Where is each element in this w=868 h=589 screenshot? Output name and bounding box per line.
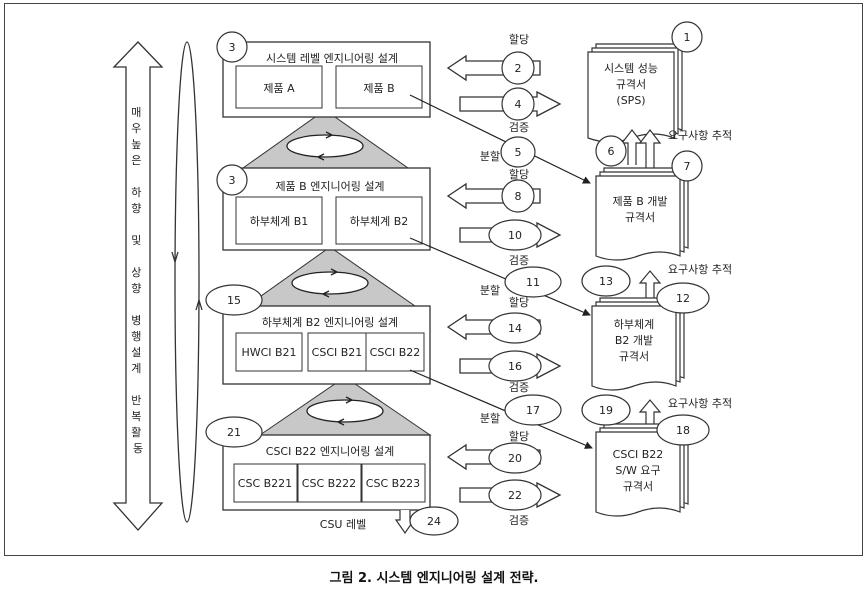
partition-label: 분할 xyxy=(480,150,500,163)
spec-subsystem-b2 xyxy=(581,265,710,391)
level-subsystem-b2-title: 하부체계 B2 엔지니어링 설계 xyxy=(262,315,398,329)
allocate-label: 할당 xyxy=(509,168,529,181)
arrow-number: 10 xyxy=(508,229,522,242)
level-number: 15 xyxy=(227,294,241,307)
csc-b222-label: CSC B222 xyxy=(302,477,356,490)
level-number: 21 xyxy=(227,426,241,439)
verify-label: 검증 xyxy=(509,254,529,267)
iteration-loop xyxy=(171,41,203,523)
allocate-label: 할당 xyxy=(509,430,529,443)
spec-number: 12 xyxy=(676,292,690,305)
arrow-number: 14 xyxy=(508,322,522,335)
level-subsystem-b2: 하부체계 B2 엔지니어링 설계 HWCI B21 CSCI B21 CSCI … xyxy=(222,305,431,385)
product-a-label: 제품 A xyxy=(263,82,295,95)
arrow-number: 16 xyxy=(508,360,522,373)
subsystem-b1-label: 하부체계 B1 xyxy=(250,214,309,228)
spec-number: 7 xyxy=(684,160,691,173)
trace-number: 6 xyxy=(608,145,615,158)
spec-line: 제품 B 개발 xyxy=(612,195,667,208)
trace-label: 요구사항 추적 xyxy=(668,263,732,276)
subsystem-b2-label: 하부체계 B2 xyxy=(350,214,409,228)
product-b-label: 제품 B xyxy=(363,82,394,95)
triangles xyxy=(241,109,432,436)
figure-caption: 그림 2. 시스템 엔지니어링 설계 전략. xyxy=(329,571,539,586)
spec-number: 1 xyxy=(684,31,691,44)
csc-b223-label: CSC B223 xyxy=(366,477,420,490)
spec-line: (SPS) xyxy=(616,94,645,107)
level-product-b-title: 제품 B 엔지니어링 설계 xyxy=(275,180,384,193)
csc-b221-label: CSC B221 xyxy=(238,477,292,490)
verify-label: 검증 xyxy=(509,381,529,394)
spec-line: 규격서 xyxy=(616,78,646,91)
csu-number: 24 xyxy=(427,515,441,528)
trace-number: 13 xyxy=(599,275,613,288)
level-system-title: 시스템 레벨 엔지니어링 설계 xyxy=(266,52,398,65)
trace-label: 요구사항 추적 xyxy=(668,129,732,142)
verify-label: 검증 xyxy=(509,514,529,527)
trace-number: 19 xyxy=(599,404,613,417)
partition-label: 분할 xyxy=(480,412,500,425)
spec-csci-b22 xyxy=(581,394,710,517)
spec-line: 시스템 성능 xyxy=(604,62,658,75)
spec-line: 규격서 xyxy=(623,480,653,493)
spec-line: S/W 요구 xyxy=(615,464,660,477)
arrow-number: 8 xyxy=(515,190,522,203)
allocate-label: 할당 xyxy=(509,296,529,309)
level-csci-b22-title: CSCI B22 엔지니어링 설계 xyxy=(266,445,394,458)
csci-b21-label: CSCI B21 xyxy=(312,346,363,359)
arrow-number: 5 xyxy=(515,146,522,159)
decomposition-lines xyxy=(409,94,593,449)
arrow-number: 17 xyxy=(526,404,540,417)
iteration-double-arrow: 매 우 높 은 하 향 및 상 향 병 행 설 계 반 복 활 동 xyxy=(112,41,164,531)
level-csci-b22: CSCI B22 엔지니어링 설계 CSC B221 CSC B222 CSC … xyxy=(222,434,431,511)
arrow-number: 20 xyxy=(508,452,522,465)
level-number-circles: 3 3 15 21 xyxy=(205,31,263,448)
trace-label: 요구사항 추적 xyxy=(668,397,732,410)
csci-b22-label: CSCI B22 xyxy=(370,346,421,359)
spec-sps xyxy=(587,21,703,143)
spec-line: B2 개발 xyxy=(615,334,653,347)
spec-line: 규격서 xyxy=(619,350,649,363)
spec-line: 규격서 xyxy=(625,211,655,224)
csu-level-label: CSU 레벨 xyxy=(320,518,366,531)
spec-line: 하부체계 xyxy=(614,317,654,331)
verify-label: 검증 xyxy=(509,121,529,134)
spec-number: 18 xyxy=(676,424,690,437)
arrow-number: 4 xyxy=(515,98,522,111)
allocate-label: 할당 xyxy=(509,33,529,46)
spec-line: CSCI B22 xyxy=(613,448,664,461)
spec-product-b xyxy=(595,129,703,261)
level-number: 3 xyxy=(229,174,236,187)
level-product-b: 제품 B 엔지니어링 설계 하부체계 B1 하부체계 B2 xyxy=(222,167,431,251)
arrow-number: 22 xyxy=(508,489,522,502)
level-system: 시스템 레벨 엔지니어링 설계 제품 A 제품 B xyxy=(222,41,431,118)
level-number: 3 xyxy=(229,41,236,54)
hwci-b21-label: HWCI B21 xyxy=(241,346,296,359)
arrow-number: 11 xyxy=(526,276,540,289)
csu-level: CSU 레벨 24 xyxy=(320,506,459,536)
arrow-number: 2 xyxy=(515,62,522,75)
partition-label: 분할 xyxy=(480,284,500,297)
figure-frame xyxy=(4,3,863,556)
arrow-annotations: 할당 2 4 검증 분할 5 할당 8 10 검증 분할 11 할당 14 16… xyxy=(480,33,562,527)
side-label: 매 우 높 은 하 향 및 상 향 병 행 설 계 반 복 활 동 xyxy=(131,106,145,455)
